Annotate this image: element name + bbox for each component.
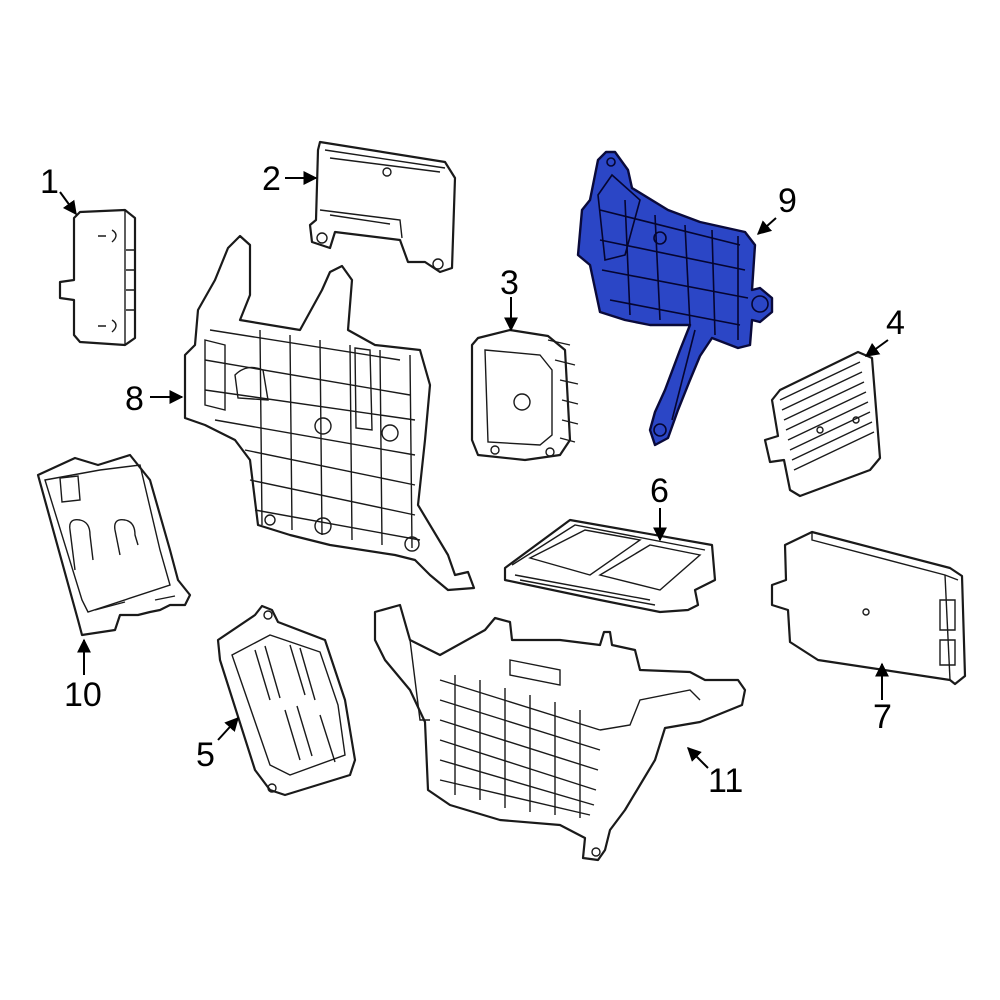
callout-2: 2 xyxy=(262,160,281,198)
callout-4: 4 xyxy=(886,304,905,342)
part-7-module[interactable] xyxy=(770,530,967,686)
callout-8: 8 xyxy=(125,380,144,418)
callout-10: 10 xyxy=(64,676,102,714)
part-1-module[interactable] xyxy=(58,208,137,347)
callout-9: 9 xyxy=(778,182,797,220)
part-2-module[interactable] xyxy=(308,140,457,274)
part-10-plate[interactable] xyxy=(36,453,192,637)
callout-7: 7 xyxy=(873,698,892,736)
part-8-bracket[interactable] xyxy=(183,234,476,592)
part-4-module[interactable] xyxy=(763,350,882,498)
part-6-module[interactable] xyxy=(503,518,717,614)
leader-arrows xyxy=(59,171,889,769)
part-11-tray[interactable] xyxy=(373,603,747,862)
callout-1: 1 xyxy=(40,163,59,201)
callout-3: 3 xyxy=(500,264,519,302)
callout-labels: 1 2 3 4 5 6 7 8 9 10 11 xyxy=(40,160,905,800)
part-9-bracket-highlighted[interactable] xyxy=(576,150,774,447)
callout-6: 6 xyxy=(650,472,669,510)
part-3-module[interactable] xyxy=(470,328,579,462)
part-5-module[interactable] xyxy=(216,604,357,797)
callout-5: 5 xyxy=(196,736,215,774)
callout-11: 11 xyxy=(708,762,743,800)
